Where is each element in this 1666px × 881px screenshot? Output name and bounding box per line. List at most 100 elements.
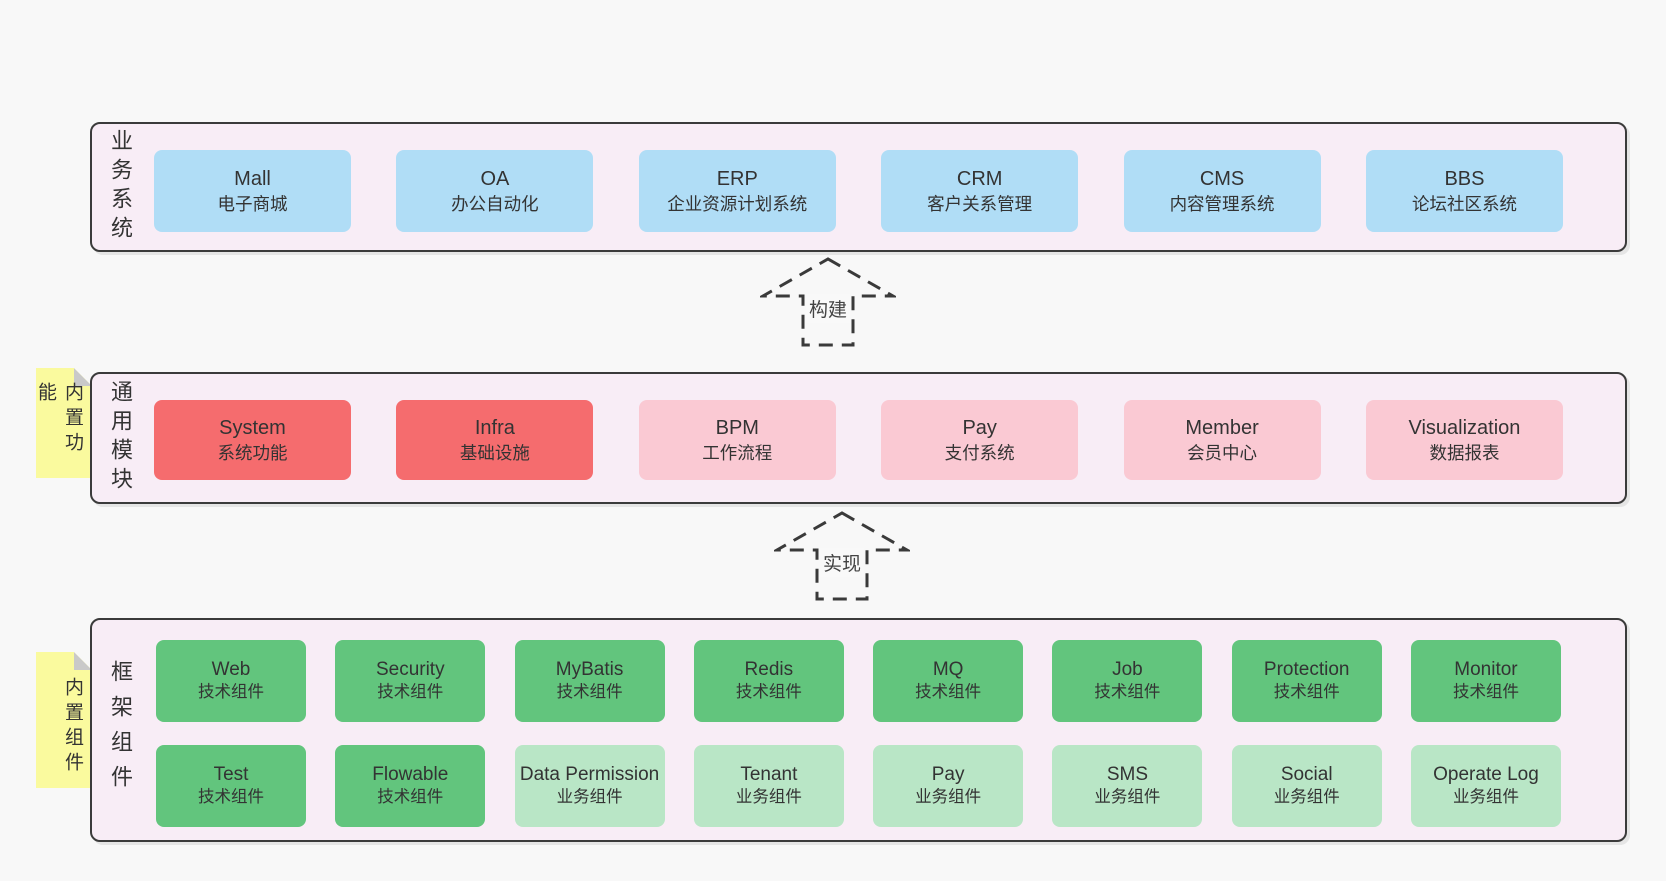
box-desc: 业务组件 (1273, 788, 1340, 807)
tag-label: 内置功能 (35, 382, 83, 457)
box-name: System (219, 417, 286, 440)
box-name: Tenant (740, 764, 798, 786)
box-tenant: Tenant 业务组件 (693, 745, 844, 827)
box-security: Security 技术组件 (335, 640, 486, 722)
box-data-permission: Data Permission 业务组件 (514, 745, 665, 827)
box-desc: 论坛社区系统 (1411, 193, 1517, 214)
box-name: BPM (715, 417, 759, 440)
box-desc: 办公自动化 (451, 193, 539, 214)
arrow-build: 构建 (760, 256, 896, 348)
box-desc: 工作流程 (702, 442, 773, 463)
box-desc: 技术组件 (377, 788, 444, 807)
layer-label: 通用模块 (104, 374, 136, 502)
box-desc: 会员中心 (1187, 442, 1258, 463)
box-name: Job (1112, 659, 1143, 681)
box-name: Monitor (1454, 659, 1518, 681)
box-mybatis: MyBatis 技术组件 (514, 640, 665, 722)
box-name: MQ (932, 659, 964, 681)
box-web: Web 技术组件 (156, 640, 306, 722)
box-social: Social 业务组件 (1231, 745, 1382, 827)
box-desc: 企业资源计划系统 (667, 193, 808, 214)
layer-business-systems: 业务系统 Mall 电子商城 OA 办公自动化 ERP 企业资源计划系统 CRM… (90, 122, 1627, 252)
box-name: Social (1280, 764, 1333, 786)
box-visualization: Visualization 数据报表 (1365, 400, 1563, 480)
box-name: Data Permission (519, 764, 660, 786)
box-name: Mall (234, 168, 271, 191)
box-monitor: Monitor 技术组件 (1410, 640, 1561, 722)
box-name: CMS (1199, 168, 1245, 191)
box-name: Member (1185, 417, 1259, 440)
box-name: Pay (962, 417, 997, 440)
box-name: Visualization (1408, 417, 1521, 440)
box-pay-component: Pay 业务组件 (873, 745, 1024, 827)
components-row-1: Web 技术组件 Security 技术组件 MyBatis 技术组件 Redi… (156, 640, 1561, 722)
layer-framework-components: 框架组件 Web 技术组件 Security 技术组件 MyBatis 技术组件… (90, 618, 1627, 842)
box-name: ERP (716, 168, 758, 191)
layer-label-text: 业务系统 (108, 129, 133, 245)
box-protection: Protection 技术组件 (1231, 640, 1382, 722)
box-redis: Redis 技术组件 (693, 640, 844, 722)
tag-label: 内置组件 (62, 677, 83, 777)
box-desc: 业务组件 (556, 788, 623, 807)
box-name: MyBatis (555, 659, 624, 681)
box-name: SMS (1106, 764, 1148, 786)
box-desc: 技术组件 (556, 683, 623, 702)
box-mall: Mall 电子商城 (154, 150, 351, 232)
layer-label-text: 通用模块 (108, 380, 133, 496)
box-desc: 客户关系管理 (927, 193, 1033, 214)
box-desc: 业务组件 (1094, 788, 1161, 807)
box-desc: 技术组件 (1273, 683, 1340, 702)
box-name: Pay (931, 764, 965, 786)
box-job: Job 技术组件 (1052, 640, 1203, 722)
box-name: Test (213, 764, 249, 786)
box-desc: 数据报表 (1429, 442, 1500, 463)
sticky-tag-built-in-components: 内置组件 (36, 652, 92, 788)
box-erp: ERP 企业资源计划系统 (638, 150, 836, 232)
box-desc: 技术组件 (198, 683, 264, 702)
box-cms: CMS 内容管理系统 (1123, 150, 1321, 232)
box-name: Operate Log (1433, 764, 1539, 786)
box-name: Redis (744, 659, 794, 681)
box-member: Member 会员中心 (1123, 400, 1321, 480)
box-name: BBS (1444, 168, 1485, 191)
arrow-label: 构建 (805, 294, 851, 323)
box-desc: 技术组件 (1452, 683, 1519, 702)
box-desc: 技术组件 (198, 788, 264, 807)
box-desc: 内容管理系统 (1169, 193, 1275, 214)
layer-label: 业务系统 (104, 124, 136, 250)
dashed-up-arrow-icon (760, 257, 896, 347)
box-desc: 技术组件 (377, 683, 444, 702)
box-desc: 业务组件 (1452, 788, 1519, 807)
box-desc: 业务组件 (915, 788, 982, 807)
box-sms: SMS 业务组件 (1052, 745, 1203, 827)
box-name: Web (211, 659, 251, 681)
dashed-up-arrow-icon (774, 511, 910, 601)
business-boxes-row: Mall 电子商城 OA 办公自动化 ERP 企业资源计划系统 CRM 客户关系… (154, 150, 1563, 232)
box-desc: 系统功能 (217, 442, 288, 463)
box-name: Infra (474, 417, 515, 440)
box-name: Protection (1263, 659, 1350, 681)
box-name: CRM (956, 168, 1003, 191)
box-pay-module: Pay 支付系统 (881, 400, 1079, 480)
layer-label: 框架组件 (104, 620, 136, 840)
box-desc: 业务组件 (735, 788, 802, 807)
layer-common-modules: 通用模块 System 系统功能 Infra 基础设施 BPM 工作流程 Pay… (90, 372, 1627, 504)
sticky-tag-built-in-features: 内置功能 (36, 368, 92, 478)
box-mq: MQ 技术组件 (873, 640, 1024, 722)
box-desc: 技术组件 (735, 683, 802, 702)
box-test: Test 技术组件 (156, 745, 306, 827)
box-desc: 电子商城 (217, 193, 288, 214)
box-flowable: Flowable 技术组件 (335, 745, 486, 827)
box-name: OA (480, 168, 510, 191)
box-crm: CRM 客户关系管理 (881, 150, 1079, 232)
arrow-implement: 实现 (774, 510, 910, 602)
box-desc: 技术组件 (1094, 683, 1161, 702)
box-desc: 基础设施 (459, 442, 530, 463)
box-infra: Infra 基础设施 (396, 400, 594, 480)
box-name: Flowable (372, 764, 449, 786)
box-bpm: BPM 工作流程 (638, 400, 836, 480)
box-desc: 技术组件 (915, 683, 982, 702)
box-name: Security (375, 659, 445, 681)
box-oa: OA 办公自动化 (396, 150, 594, 232)
